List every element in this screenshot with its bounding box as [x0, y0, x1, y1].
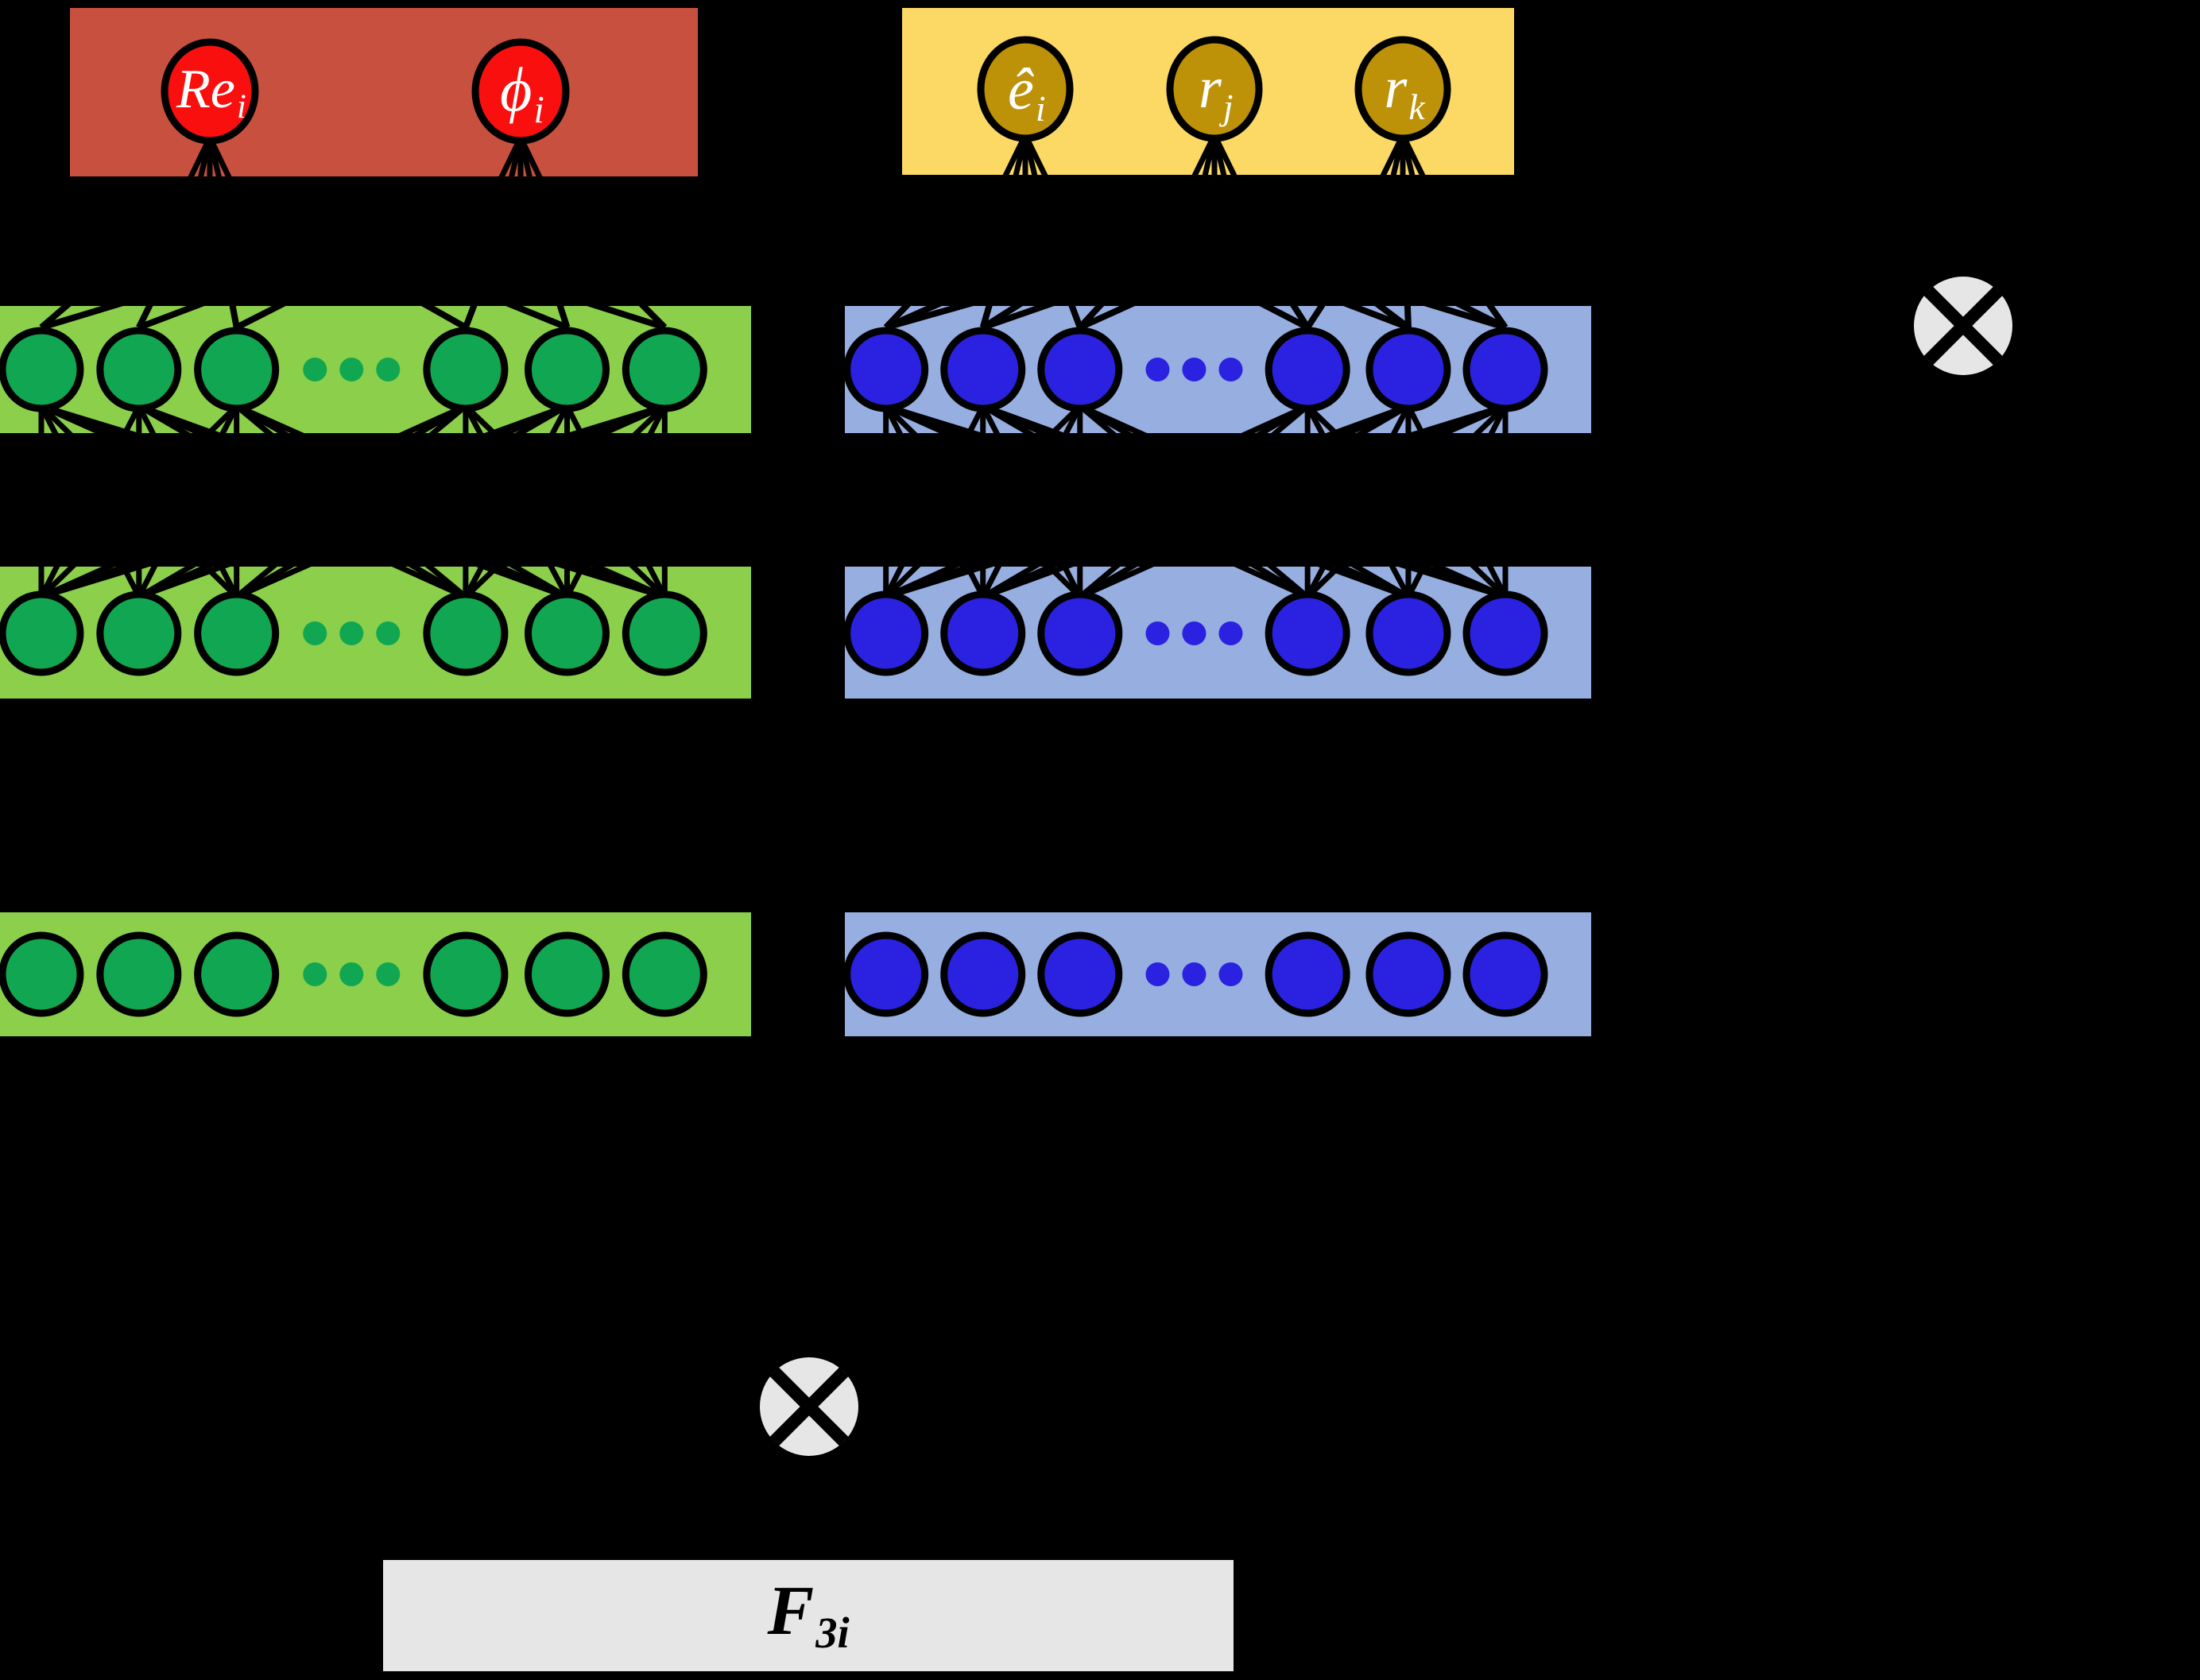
neuron-green-layer-1-1 [96, 327, 182, 412]
neuron-blue-layer-1-4 [1365, 327, 1451, 412]
neuron-green-layer-3-4 [524, 931, 610, 1017]
neuron-green-layer-2-2 [194, 590, 280, 676]
neuron-green-layer-3-0 [0, 931, 84, 1017]
neuron-green-layer-3-3 [423, 931, 509, 1017]
neuron-blue-layer-3-2 [1037, 931, 1123, 1017]
vector-input-node-0 [977, 36, 1074, 142]
neuron-blue-layer-3-0 [843, 931, 929, 1017]
neuron-blue-layer-3-5 [1462, 931, 1548, 1017]
neuron-blue-layer-3-3 [1265, 931, 1350, 1017]
neuron-green-layer-1-0 [0, 327, 84, 412]
neuron-green-layer-1-3 [423, 327, 509, 412]
neuron-green-layer-1-2 [194, 327, 280, 412]
neuron-green-layer-3-2 [194, 931, 280, 1017]
neuron-green-layer-3-5 [622, 931, 707, 1017]
neuron-blue-layer-2-4 [1365, 590, 1451, 676]
neuron-blue-layer-2-0 [843, 590, 929, 676]
tensor-product-right [1914, 277, 2012, 375]
neuron-green-layer-2-1 [96, 590, 182, 676]
neuron-blue-layer-1-3 [1265, 327, 1350, 412]
neuron-blue-layer-3-4 [1365, 931, 1451, 1017]
neuron-blue-layer-1-5 [1462, 327, 1548, 412]
neuron-blue-layer-2-1 [940, 590, 1026, 676]
neuron-blue-layer-2-2 [1037, 590, 1123, 676]
neuron-green-layer-2-0 [0, 590, 84, 676]
neuron-green-layer-1-4 [524, 327, 610, 412]
operator-glyphs [760, 277, 2012, 1456]
tensor-product-bottom [760, 1357, 858, 1456]
neuron-blue-layer-1-1 [940, 327, 1026, 412]
vector-input-node-2 [1354, 36, 1451, 142]
neuron-green-layer-2-4 [524, 590, 610, 676]
neuron-green-layer-2-5 [622, 590, 707, 676]
neuron-blue-layer-1-2 [1037, 327, 1123, 412]
neuron-blue-layer-3-1 [940, 931, 1026, 1017]
neuron-blue-layer-1-0 [843, 327, 929, 412]
neuron-green-layer-3-1 [96, 931, 182, 1017]
force-output-panel [383, 1560, 1234, 1671]
neuron-green-layer-1-5 [622, 327, 707, 412]
neuron-green-layer-2-3 [423, 590, 509, 676]
input-node-0 [161, 38, 259, 145]
neuron-blue-layer-2-5 [1462, 590, 1548, 676]
neuron-nodes [0, 36, 1548, 1017]
input-node-1 [471, 38, 570, 145]
vector-input-node-1 [1166, 36, 1263, 142]
connection-edges [38, 134, 1509, 600]
neuron-blue-layer-2-3 [1265, 590, 1350, 676]
